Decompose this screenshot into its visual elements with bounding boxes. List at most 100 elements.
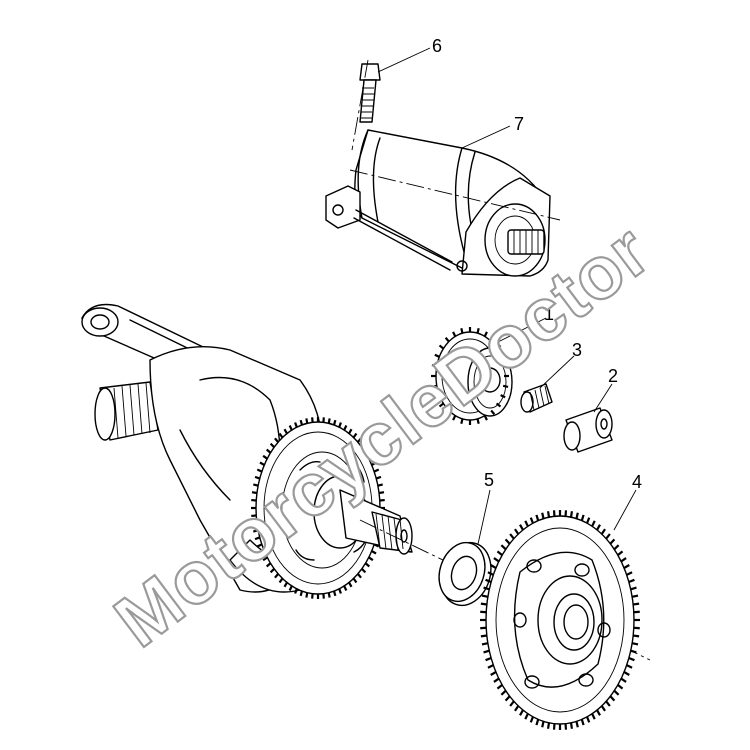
gear-tooth bbox=[361, 568, 367, 574]
gear-tooth bbox=[502, 364, 509, 368]
gear-tooth bbox=[613, 689, 620, 696]
gear-tooth bbox=[600, 528, 606, 535]
leader-line-7 bbox=[461, 125, 511, 149]
gear-tooth bbox=[541, 512, 545, 519]
gear-tooth bbox=[480, 634, 487, 638]
gear-tooth bbox=[476, 418, 480, 425]
gear-tooth bbox=[631, 594, 639, 598]
gear-tooth bbox=[371, 550, 377, 555]
gear-tooth bbox=[514, 528, 520, 535]
gear-tooth bbox=[251, 521, 258, 525]
washer bbox=[438, 541, 492, 607]
gear-tooth bbox=[524, 520, 529, 527]
leader-line-5 bbox=[477, 489, 491, 545]
gear-tooth bbox=[575, 512, 579, 519]
gear-tooth bbox=[628, 578, 635, 584]
gear-tooth bbox=[460, 418, 464, 425]
gear-tooth bbox=[541, 721, 545, 728]
gear-tooth bbox=[519, 524, 524, 531]
gear-tooth bbox=[299, 590, 304, 597]
gear-tooth bbox=[535, 514, 540, 521]
leader-lines bbox=[377, 47, 637, 545]
gear-tooth bbox=[535, 719, 540, 726]
gear-tooth bbox=[620, 677, 627, 683]
leader-line-3 bbox=[539, 355, 575, 389]
gear-tooth bbox=[274, 573, 279, 579]
gear-tooth bbox=[529, 716, 534, 723]
gear-tooth bbox=[283, 581, 288, 588]
gear-tooth bbox=[514, 705, 520, 712]
gear-tooth bbox=[332, 590, 337, 597]
gear-tooth bbox=[278, 432, 284, 439]
callout-6: 6 bbox=[432, 36, 442, 56]
leader-line-6 bbox=[377, 47, 431, 73]
gear-tooth bbox=[605, 700, 611, 707]
gear-tooth bbox=[262, 556, 268, 562]
gear-tooth bbox=[546, 722, 551, 729]
leader-line-1 bbox=[497, 317, 547, 343]
gear-tooth bbox=[444, 337, 450, 343]
gear-tooth bbox=[431, 364, 438, 368]
gear-tooth bbox=[504, 538, 511, 545]
gear-tooth bbox=[483, 649, 490, 654]
gear-tooth bbox=[338, 588, 342, 594]
starter-bolt bbox=[351, 59, 381, 151]
callout-3: 3 bbox=[572, 340, 582, 360]
gear-tooth bbox=[600, 705, 606, 712]
leader-line-4 bbox=[613, 489, 637, 531]
gear-tooth bbox=[586, 716, 591, 723]
gear-tooth bbox=[620, 557, 627, 563]
gear-tooth bbox=[269, 442, 275, 448]
gear-tooth bbox=[626, 571, 633, 576]
gear-tooth bbox=[343, 585, 348, 591]
gear-tooth bbox=[348, 581, 353, 588]
gear-tooth bbox=[364, 448, 371, 454]
gear-tooth bbox=[278, 577, 284, 584]
gear-tooth bbox=[476, 327, 480, 334]
gear-tooth bbox=[434, 353, 440, 358]
gear-tooth bbox=[256, 543, 263, 548]
gear-tooth bbox=[631, 642, 639, 646]
gear-tooth bbox=[483, 415, 488, 421]
gear-tooth bbox=[431, 384, 438, 388]
gear-tooth bbox=[288, 425, 293, 431]
gear-tooth bbox=[605, 533, 611, 540]
callout-5: 5 bbox=[484, 470, 494, 490]
gear-tooth bbox=[434, 394, 440, 399]
gear-tooth bbox=[493, 557, 500, 563]
needle-bearing bbox=[520, 383, 553, 413]
gear-tooth bbox=[352, 432, 358, 439]
gear-tooth bbox=[265, 562, 272, 568]
gear-tooth bbox=[609, 538, 616, 545]
gear-tooth bbox=[596, 524, 601, 531]
gear-tooth bbox=[352, 577, 358, 584]
gear-tooth bbox=[438, 402, 445, 408]
callout-1: 1 bbox=[544, 304, 554, 324]
idle-gear-shaft bbox=[563, 407, 613, 453]
gear-tooth bbox=[481, 594, 489, 598]
gear-tooth bbox=[348, 428, 353, 435]
gear-tooth bbox=[343, 425, 348, 431]
gear-tooth bbox=[487, 664, 494, 669]
gear-tooth bbox=[633, 602, 640, 606]
gear-tooth bbox=[361, 442, 367, 448]
gear-tooth bbox=[368, 454, 374, 460]
gear-tooth bbox=[509, 533, 515, 540]
gear-tooth bbox=[493, 677, 500, 683]
gear-tooth bbox=[609, 695, 616, 702]
gear-tooth bbox=[524, 713, 529, 720]
gear-tooth bbox=[252, 529, 259, 533]
gear-tooth bbox=[496, 550, 503, 557]
gear-tooth bbox=[623, 671, 630, 676]
gear-tooth bbox=[496, 683, 503, 690]
gear-tooth bbox=[617, 683, 624, 690]
crankshaft-assembly bbox=[81, 303, 651, 661]
gear-tooth bbox=[500, 544, 507, 551]
gear-tooth bbox=[575, 721, 579, 728]
callout-4: 4 bbox=[632, 472, 642, 492]
gear-tooth bbox=[628, 656, 635, 662]
gear-tooth bbox=[626, 664, 633, 669]
gear-tooth bbox=[502, 384, 509, 388]
